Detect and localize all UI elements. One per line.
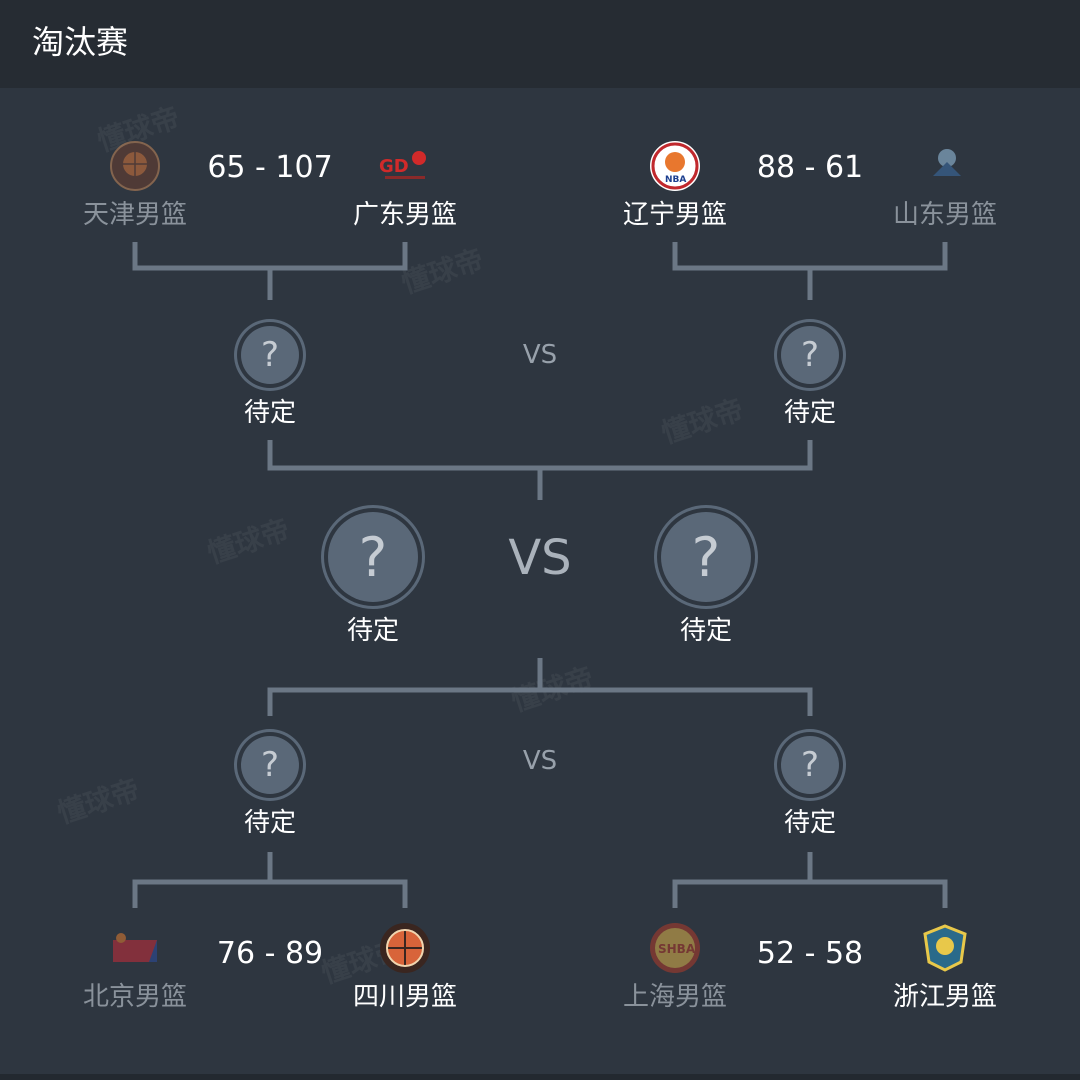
team-zhejiang[interactable]: 浙江男篮 xyxy=(855,922,1035,1014)
team-name: 辽宁男篮 xyxy=(622,200,727,230)
team-name: 天津男篮 xyxy=(82,200,187,230)
svg-text:SHBA: SHBA xyxy=(658,942,696,956)
team-name: 四川男篮 xyxy=(352,982,457,1012)
team-shanghai[interactable]: SHBA 上海男篮 xyxy=(585,922,765,1014)
team-name: 广东男篮 xyxy=(352,200,457,230)
page-title: 淘汰赛 xyxy=(32,23,129,61)
team-name: 北京男篮 xyxy=(82,982,187,1012)
slot-label: 待定 xyxy=(243,808,296,838)
team-liaoning[interactable]: NBA 辽宁男篮 xyxy=(585,140,765,232)
guangdong-logo-icon: GD xyxy=(379,140,431,192)
vs-label: VS xyxy=(522,746,558,776)
top-bar: 淘汰赛 xyxy=(0,0,1080,88)
slot-label: 待定 xyxy=(783,808,836,838)
shanghai-logo-icon: SHBA xyxy=(649,922,701,974)
slot-label: 待定 xyxy=(243,398,296,428)
semifinal-top-left-slot[interactable]: ? 待定 xyxy=(210,326,330,430)
team-tianjin[interactable]: 天津男篮 xyxy=(45,140,225,232)
question-icon: ? xyxy=(241,326,299,384)
match-score: 52 - 58 xyxy=(756,936,864,971)
team-name: 山东男篮 xyxy=(892,200,997,230)
slot-label: 待定 xyxy=(783,398,836,428)
team-name: 上海男篮 xyxy=(622,982,727,1012)
question-icon: ? xyxy=(661,512,751,602)
bottom-edge xyxy=(0,1074,1080,1080)
final-right-slot[interactable]: ? 待定 xyxy=(646,512,766,648)
question-icon: ? xyxy=(781,326,839,384)
bracket-line xyxy=(132,242,408,271)
semifinal-bottom-left-slot[interactable]: ? 待定 xyxy=(210,736,330,840)
svg-text:GD: GD xyxy=(379,156,409,177)
match-score: 65 - 107 xyxy=(207,150,333,185)
team-beijing[interactable]: 北京男篮 xyxy=(45,922,225,1014)
slot-label: 待定 xyxy=(679,616,732,646)
team-sichuan[interactable]: 四川男篮 xyxy=(315,922,495,1014)
sichuan-logo-icon xyxy=(379,922,431,974)
vs-label: VS xyxy=(522,340,558,370)
vs-label: VS xyxy=(508,530,572,586)
question-icon: ? xyxy=(328,512,418,602)
bracket-line xyxy=(672,879,948,908)
semifinal-bottom-right-slot[interactable]: ? 待定 xyxy=(750,736,870,840)
semifinal-top-right-slot[interactable]: ? 待定 xyxy=(750,326,870,430)
bracket-line xyxy=(267,440,813,471)
shandong-logo-icon xyxy=(919,140,971,192)
tianjin-logo-icon xyxy=(109,140,161,192)
match-score: 76 - 89 xyxy=(216,936,324,971)
liaoning-logo-icon: NBA xyxy=(649,140,701,192)
svg-text:NBA: NBA xyxy=(665,175,686,185)
beijing-logo-icon xyxy=(109,922,161,974)
bracket-line xyxy=(672,242,948,271)
team-guangdong[interactable]: GD 广东男篮 xyxy=(315,140,495,232)
team-name: 浙江男篮 xyxy=(892,982,997,1012)
match-score: 88 - 61 xyxy=(756,150,864,185)
zhejiang-logo-icon xyxy=(919,922,971,974)
bracket-line xyxy=(132,879,408,908)
bracket-line xyxy=(267,687,813,716)
final-left-slot[interactable]: ? 待定 xyxy=(313,512,433,648)
team-shandong[interactable]: 山东男篮 xyxy=(855,140,1035,232)
slot-label: 待定 xyxy=(346,616,399,646)
question-icon: ? xyxy=(781,736,839,794)
question-icon: ? xyxy=(241,736,299,794)
